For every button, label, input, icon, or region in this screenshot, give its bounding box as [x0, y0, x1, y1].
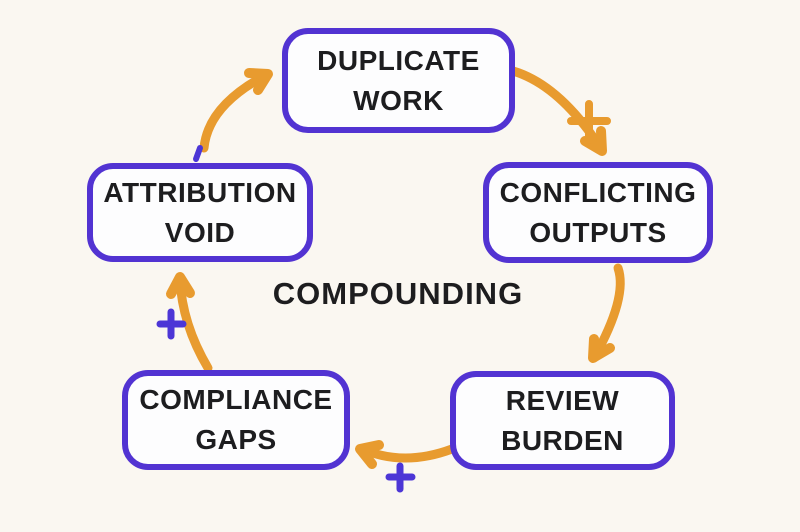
node-label-line: COMPLIANCE: [139, 384, 333, 415]
arrowhead-attribution-to-duplicate: [244, 68, 273, 95]
arrowhead-duplicate-to-conflicting: [580, 126, 607, 156]
arrow-conflicting-to-review: [589, 263, 625, 363]
arrow-compliance-to-attribution: [175, 274, 213, 373]
node-label-line: DUPLICATE: [317, 44, 480, 76]
node-label-line: CONFLICTING: [499, 176, 697, 208]
node-label-line: WORK: [353, 84, 444, 116]
arrow-attribution-to-duplicate: [199, 69, 273, 153]
node-label-line: OUTPUTS: [529, 216, 667, 248]
node-label-line: BURDEN: [501, 424, 624, 456]
node-compliance-gaps: COMPLIANCE GAPS: [122, 370, 350, 470]
tail-dash-icon: [193, 145, 203, 162]
node-label-line: GAPS: [195, 424, 277, 455]
node-label-line: VOID: [164, 216, 236, 248]
node-attribution-void: ATTRIBUTION VOID: [87, 163, 313, 262]
node-label-line: REVIEW: [505, 384, 620, 416]
node-duplicate-work: DUPLICATE WORK: [282, 28, 515, 133]
arrowhead-conflicting-to-review: [588, 334, 615, 363]
arrow-review-to-compliance: [357, 444, 457, 463]
center-label: COMPOUNDING: [272, 276, 524, 311]
node-conflicting-outputs: CONFLICTING OUTPUTS: [483, 162, 713, 263]
plus-icon-purple-left: [156, 308, 187, 340]
arrowhead-compliance-to-attribution: [166, 272, 195, 299]
plus-icon-orange: [567, 100, 611, 144]
plus-icon-purple-bottom: [385, 462, 416, 493]
node-review-burden: REVIEW BURDEN: [450, 371, 675, 470]
arrowhead-review-to-compliance: [355, 440, 384, 469]
node-label-line: ATTRIBUTION: [103, 176, 297, 208]
